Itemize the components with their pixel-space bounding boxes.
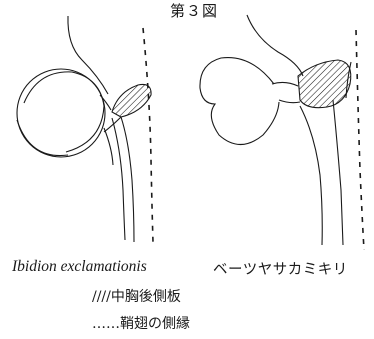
left-body-line-inner	[112, 118, 125, 240]
right-upper-outline	[247, 15, 303, 76]
left-metepisternum-plate	[112, 84, 151, 117]
right-species-label: ベーツヤサカミキリ	[213, 258, 348, 279]
legend-dotted-entry: ……鞘翅の側縁	[92, 313, 190, 333]
left-upper-outline	[68, 16, 108, 94]
right-elytron-margin	[356, 30, 364, 250]
right-thorax-drawing	[200, 15, 351, 245]
left-thorax-drawing	[17, 16, 134, 242]
right-body-line-inner	[300, 106, 322, 245]
right-body-line-outer	[333, 100, 343, 245]
left-body-line-outer	[121, 117, 134, 242]
figure-title: 第３図	[170, 0, 218, 21]
legend-hatch-entry: ////中胸後側板	[92, 286, 181, 306]
right-metepisternum-plate	[298, 60, 351, 108]
right-coxa-heart	[200, 58, 279, 145]
left-species-label: Ibidion exclamationis	[12, 258, 147, 276]
left-elytron-margin	[143, 28, 153, 242]
left-coxa-inner	[24, 72, 104, 152]
